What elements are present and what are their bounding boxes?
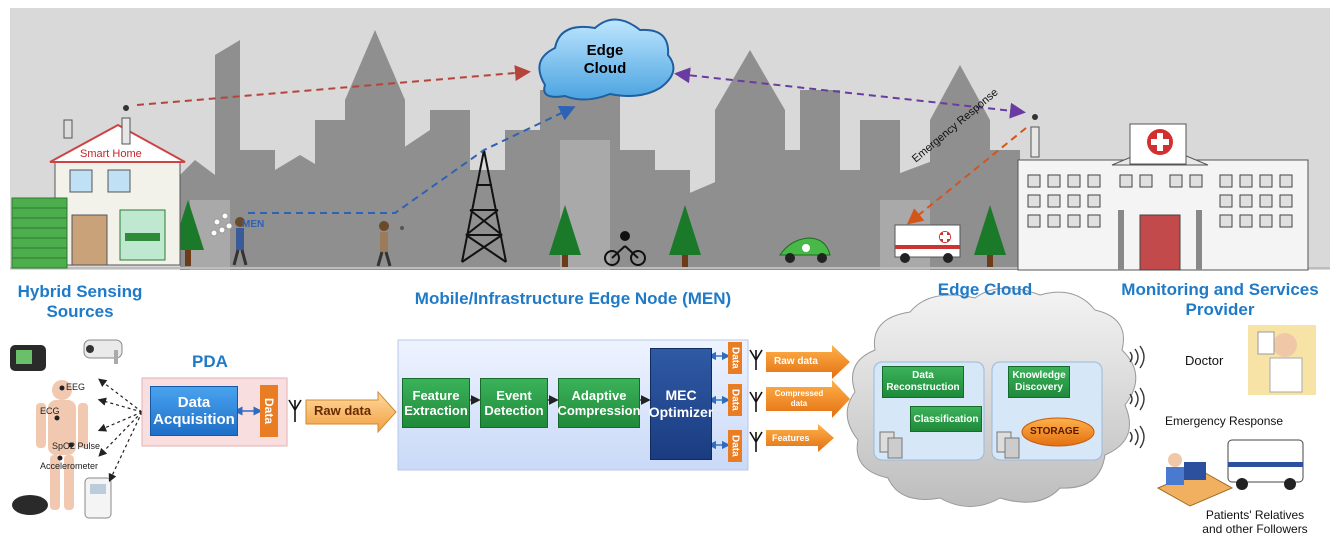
sensor-to-pda-arrows [97, 378, 143, 483]
section-hybrid-sensing: Hybrid Sensing Sources [17, 282, 143, 321]
out-raw-arrow-shape [766, 345, 850, 379]
out-compressed-arrow-shape [766, 380, 850, 418]
wireless-wave-icons [1129, 345, 1145, 449]
emergency-response-label: Emergency Response [1165, 414, 1284, 428]
server-icons [879, 431, 1020, 459]
mec-optimizer-box: MEC Optimizer [649, 348, 713, 460]
sensor-spo2-label: SpO2 Pulse [52, 441, 101, 451]
data-acquisition-box: Data Acquisition [150, 386, 238, 436]
men-data-tag-3: Data [728, 430, 742, 462]
edge-cloud-top-icon [538, 18, 675, 101]
hospital-antenna-icon [1030, 114, 1040, 158]
pda-data-tag: Data [260, 385, 278, 437]
walking-person-icon [232, 217, 248, 266]
pda-raw-data-label: Raw data [314, 403, 372, 418]
out-compressed-label: Compressed data [774, 389, 824, 408]
data-reconstruction-box: Data Reconstruction [882, 366, 964, 398]
tree-icons [172, 200, 1006, 267]
pda-antenna-icon [288, 399, 302, 422]
out-features-arrow-shape [766, 424, 834, 452]
men-to-cloud-arrow [248, 105, 576, 214]
hospital-icon [1017, 123, 1309, 271]
section-monitoring: Monitoring and Services Provider [1121, 280, 1319, 319]
cell-tower-icon [461, 149, 507, 263]
sensor-ecg-label: ECG [40, 406, 60, 416]
home-to-cloud-arrow [136, 65, 531, 106]
band-sensor-icon [12, 495, 48, 515]
sensor-eeg-label: EEG [66, 382, 86, 392]
men-tag: MEN [242, 219, 265, 230]
cloud-hospital-arrow [674, 67, 1026, 119]
section-edge-cloud: Edge Cloud [937, 280, 1033, 299]
men-data-tag-2: Data [728, 384, 742, 416]
out-features-label: Features [772, 433, 810, 443]
men-antenna-icons [749, 349, 763, 452]
pda-raw-data-arrow [305, 390, 397, 434]
event-detection-box: Event Detection [480, 378, 548, 428]
smart-home-icon [11, 119, 186, 269]
signal-dots-icon [210, 212, 233, 237]
relatives-label: Patients' Relatives and other Followers [1202, 508, 1308, 536]
relatives-computer-icon [1156, 453, 1234, 507]
ambulance-provider-icon [1227, 439, 1304, 490]
storage-label: STORAGE [1030, 426, 1080, 437]
doctor-label: Doctor [1185, 353, 1224, 368]
camera-sensor-icon [83, 339, 123, 364]
ambulance-icon [894, 224, 961, 263]
home-antenna-icon [121, 105, 131, 145]
sensor-accelerometer-label: Accelerometer [40, 461, 99, 471]
emergency-response-arrow [906, 127, 1027, 225]
storage-cloud-shape [1021, 417, 1095, 447]
car-icon [779, 237, 831, 263]
doctor-icon [1248, 325, 1316, 395]
glucometer-icon [84, 477, 112, 519]
section-pda: PDA [192, 352, 228, 371]
men-data-tag-1: Data [728, 342, 742, 374]
edge-cloud-top-label: Edge Cloud [583, 42, 627, 77]
feature-extraction-box: Feature Extraction [402, 378, 470, 428]
phone-person-icon [376, 221, 404, 267]
section-men: Mobile/Infrastructure Edge Node (MEN) [414, 289, 732, 308]
human-body-sensors-icon [36, 380, 88, 510]
cyclist-icon [604, 231, 646, 266]
knowledge-discovery-box: Knowledge Discovery [1008, 366, 1070, 398]
adaptive-compression-box: Adaptive Compression [557, 378, 641, 428]
out-raw-label: Raw data [774, 356, 818, 367]
classification-box: Classification [910, 406, 982, 432]
wrist-sensor-icon [10, 345, 46, 371]
smart-home-label: Smart Home [80, 148, 142, 160]
men-data-links [707, 351, 731, 450]
